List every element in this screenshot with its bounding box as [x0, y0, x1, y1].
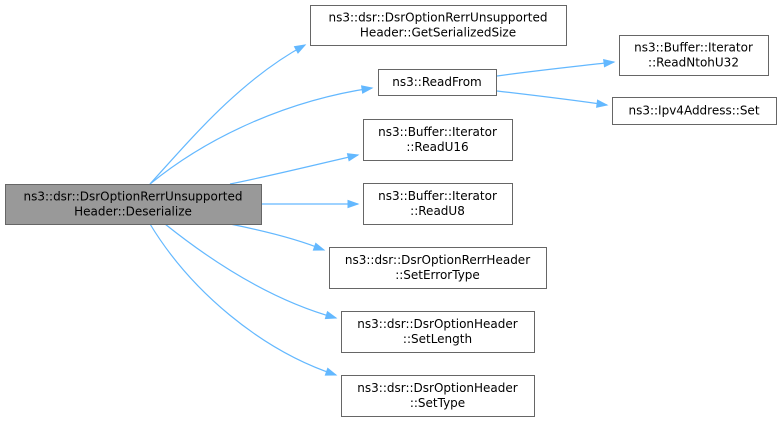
node-label-line: ns3::dsr::DsrOptionRerrUnsupported — [23, 190, 242, 204]
edge-readfrom-to-readntohu32 — [496, 58, 616, 77]
edge-arrowhead — [293, 44, 307, 54]
edge-root-to-seterrortype — [229, 223, 326, 251]
node-label-line: Header::Deserialize — [74, 205, 192, 219]
node-box[interactable] — [341, 311, 535, 353]
edge-line — [149, 223, 337, 376]
node-label-line: ns3::dsr::DsrOptionHeader — [357, 381, 517, 395]
call-graph-edges — [149, 44, 616, 376]
edge-arrowhead — [324, 367, 338, 376]
node-label-line: ns3::dsr::DsrOptionRerrHeader — [345, 253, 530, 267]
node-label-line: Header::GetSerializedSize — [360, 26, 516, 40]
node-label-line: ::SetLength — [403, 332, 472, 346]
edge-line — [149, 87, 373, 185]
node-settype[interactable]: ns3::dsr::DsrOptionHeader::SetType — [341, 375, 535, 417]
node-box[interactable] — [341, 375, 535, 417]
node-label-line: ::SetType — [410, 396, 465, 410]
edge-root-to-setlength — [164, 223, 338, 320]
edge-arrowhead — [596, 99, 609, 108]
node-box[interactable] — [329, 247, 547, 289]
node-readfrom[interactable]: ns3::ReadFrom — [378, 69, 497, 96]
node-box[interactable] — [378, 69, 497, 96]
node-setlength[interactable]: ns3::dsr::DsrOptionHeader::SetLength — [341, 311, 535, 353]
edge-readfrom-to-ipv4set — [496, 90, 609, 108]
node-box[interactable] — [363, 183, 513, 225]
edge-root-to-getserializedsize — [149, 44, 307, 185]
node-getserializedsize[interactable]: ns3::dsr::DsrOptionRerrUnsupportedHeader… — [310, 5, 567, 46]
node-label-line: ns3::Buffer::Iterator — [634, 41, 753, 55]
edge-root-to-readu8 — [262, 199, 360, 209]
edge-root-to-readfrom — [149, 85, 374, 185]
edge-line — [496, 61, 615, 77]
edge-root-to-settype — [149, 223, 338, 376]
edge-line — [149, 44, 306, 185]
edge-line — [496, 90, 608, 106]
node-label-line: ns3::dsr::DsrOptionHeader — [357, 317, 517, 331]
node-box[interactable] — [5, 184, 262, 225]
node-box[interactable] — [612, 97, 777, 125]
node-box[interactable] — [619, 35, 769, 76]
node-readu8[interactable]: ns3::Buffer::Iterator::ReadU8 — [363, 183, 513, 225]
node-label-line: ::ReadNtohU32 — [648, 56, 739, 70]
node-label-line: ::SetErrorType — [395, 268, 480, 282]
node-ipv4set[interactable]: ns3::Ipv4Address::Set — [612, 97, 777, 125]
edge-arrowhead — [346, 153, 360, 162]
node-box[interactable] — [310, 5, 567, 46]
call-graph-nodes: ns3::dsr::DsrOptionRerrUnsupportedHeader… — [5, 5, 777, 417]
edge-arrowhead — [347, 199, 360, 209]
edge-line — [229, 223, 325, 251]
node-readu16[interactable]: ns3::Buffer::Iterator::ReadU16 — [363, 119, 513, 161]
node-label-line: ::ReadU8 — [410, 204, 465, 218]
node-box[interactable] — [363, 119, 513, 161]
node-seterrortype[interactable]: ns3::dsr::DsrOptionRerrHeader::SetErrorT… — [329, 247, 547, 289]
node-readntohu32[interactable]: ns3::Buffer::Iterator::ReadNtohU32 — [619, 35, 769, 76]
edge-arrowhead — [324, 310, 338, 320]
node-root[interactable]: ns3::dsr::DsrOptionRerrUnsupportedHeader… — [5, 184, 262, 225]
edge-root-to-readu16 — [229, 153, 360, 185]
node-label-line: ns3::Buffer::Iterator — [378, 125, 497, 139]
node-label-line: ns3::ReadFrom — [392, 75, 481, 89]
node-label-line: ns3::Ipv4Address::Set — [628, 104, 759, 118]
edge-arrowhead — [603, 58, 616, 68]
node-label-line: ::ReadU16 — [406, 140, 468, 154]
node-label-line: ns3::dsr::DsrOptionRerrUnsupported — [328, 11, 547, 25]
edge-arrowhead — [360, 85, 374, 94]
edge-line — [164, 223, 337, 319]
edge-arrowhead — [312, 242, 326, 251]
node-label-line: ns3::Buffer::Iterator — [378, 189, 497, 203]
edge-line — [229, 154, 359, 185]
